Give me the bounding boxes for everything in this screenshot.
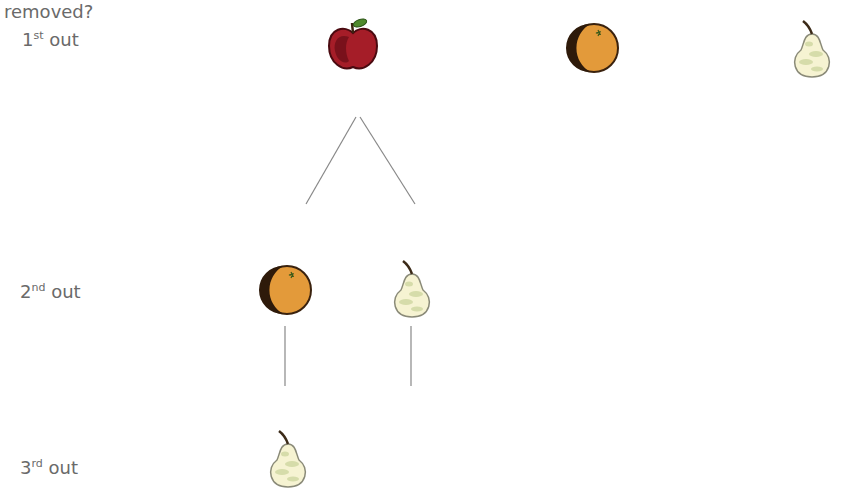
orange-icon: [259, 266, 311, 314]
branch-line: [284, 326, 285, 386]
ordinal-suffix: rd: [31, 457, 42, 470]
branch-line: [306, 117, 356, 204]
orange-icon: [566, 24, 618, 72]
row-label: 3rd out: [20, 458, 78, 478]
branch-line: [360, 117, 415, 204]
pear-icon: [271, 431, 306, 487]
ordinal-suffix: nd: [31, 281, 45, 294]
apple-icon: [329, 17, 377, 68]
pear-icon: [395, 261, 430, 317]
row-label: 2nd out: [20, 282, 81, 302]
branch-line: [410, 326, 411, 386]
row-label: 1st out: [22, 30, 79, 50]
pear-icon: [795, 21, 830, 77]
question-text: removed?: [4, 2, 93, 22]
ordinal-suffix: st: [33, 29, 43, 42]
